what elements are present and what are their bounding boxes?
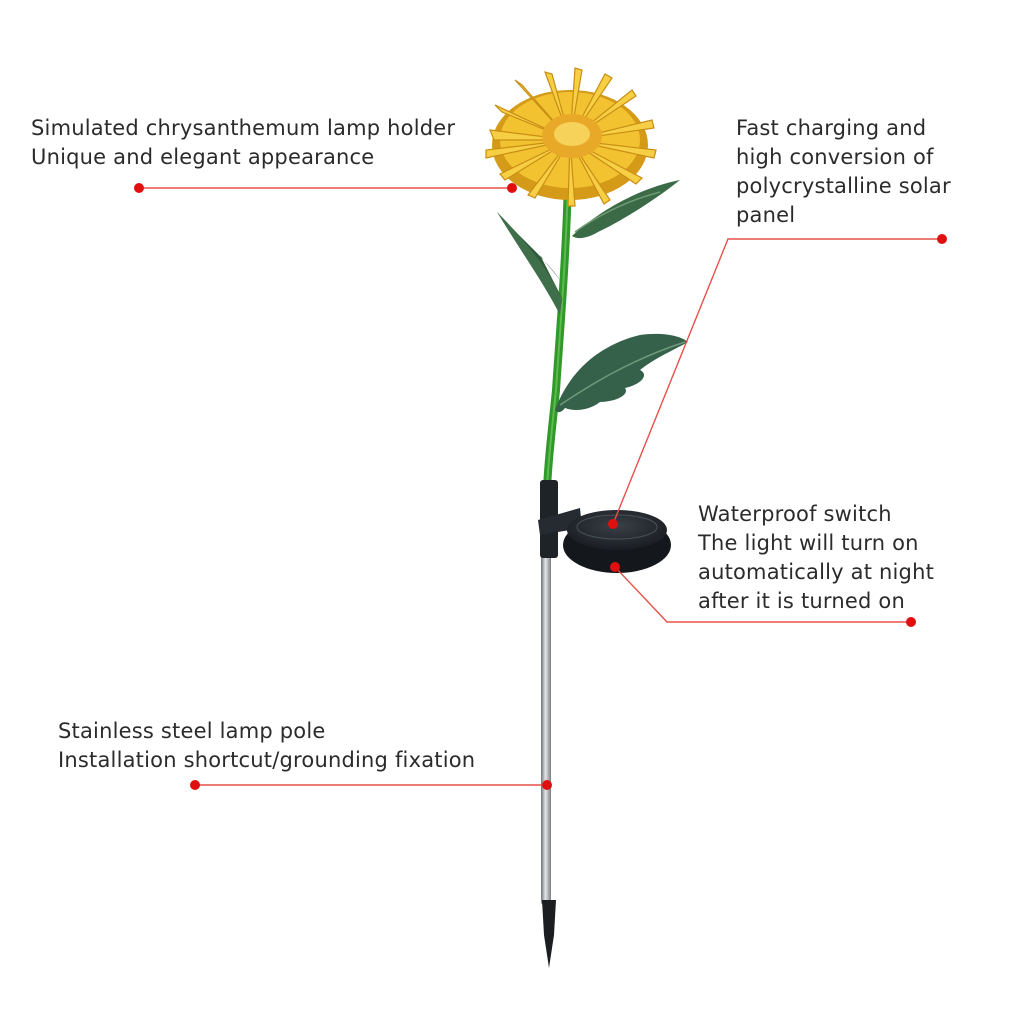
callout-line: automatically at night: [698, 560, 935, 584]
callout-line: Simulated chrysanthemum lamp holder: [31, 116, 456, 140]
callout-line: Fast charging and: [736, 116, 927, 140]
callout-lamp-holder: Simulated chrysanthemum lamp holder Uniq…: [31, 114, 455, 172]
marker-dot: [610, 562, 620, 572]
marker-dot: [134, 183, 144, 193]
callout-line: after it is turned on: [698, 589, 905, 613]
callout-line: Waterproof switch: [698, 502, 892, 526]
marker-dot: [542, 780, 552, 790]
leader-line-solar-panel: [612, 238, 942, 525]
callout-switch: Waterproof switch The light will turn on…: [698, 500, 934, 616]
leader-line-switch: [614, 566, 911, 623]
marker-dot: [507, 183, 517, 193]
solar-unit: [538, 480, 671, 573]
marker-dot: [937, 234, 947, 244]
ground-spike: [542, 900, 556, 968]
marker-dot: [906, 617, 916, 627]
callout-line: polycrystalline solar: [736, 174, 951, 198]
callout-line: Stainless steel lamp pole: [58, 719, 326, 743]
callout-line: panel: [736, 203, 796, 227]
leaf-lower: [555, 333, 688, 413]
marker-dot: [190, 780, 200, 790]
marker-dot: [608, 519, 618, 529]
callout-line: The light will turn on: [698, 531, 919, 555]
chrysanthemum-flower: [485, 67, 657, 207]
steel-pole: [541, 555, 551, 905]
callout-pole: Stainless steel lamp pole Installation s…: [58, 717, 475, 775]
solar-panel: [567, 510, 667, 550]
callout-solar-panel: Fast charging and high conversion of pol…: [736, 114, 951, 230]
callout-line: high conversion of: [736, 145, 934, 169]
markers: [134, 183, 947, 790]
callout-line: Installation shortcut/grounding fixation: [58, 748, 476, 772]
callout-line: Unique and elegant appearance: [31, 145, 375, 169]
leader-lines: [139, 187, 942, 786]
